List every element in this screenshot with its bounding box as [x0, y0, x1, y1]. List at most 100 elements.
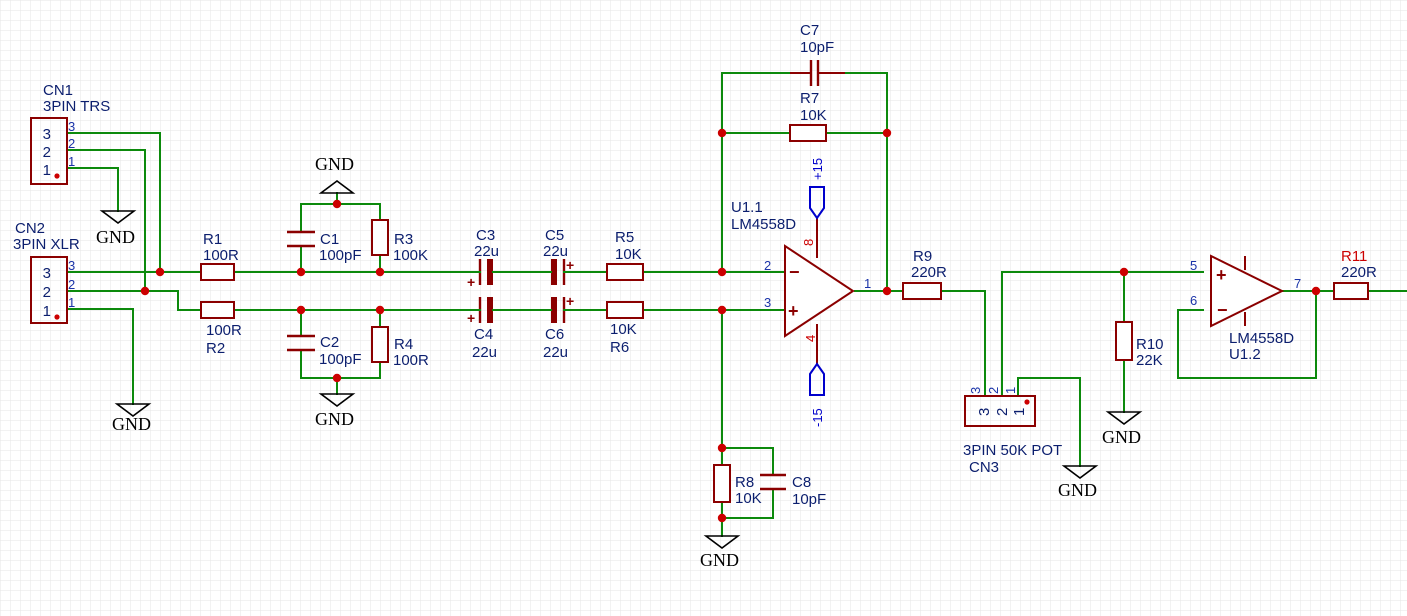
cn2-ref: CN2	[15, 220, 45, 237]
u11-inverting-symbol: −	[789, 262, 800, 282]
u12-pin-inv: 6	[1190, 293, 1197, 308]
resistor-r7[interactable]: R7 10K	[789, 90, 827, 142]
connector-cn3[interactable]: 3 2 1 3 2 1 3PIN 50K POT CN3	[963, 387, 1062, 476]
capacitor-c7[interactable]: C7 10pF	[790, 22, 845, 86]
cn3-pin-label: 3	[976, 408, 993, 416]
r9-ref: R9	[913, 248, 932, 265]
r10-value: 22K	[1136, 352, 1163, 369]
r7-ref: R7	[800, 90, 819, 107]
gnd-symbol: GND	[96, 210, 137, 247]
junction-dot	[717, 443, 727, 453]
junction-dot	[717, 513, 727, 523]
u12-value: LM4558D	[1229, 330, 1294, 347]
r3-ref: R3	[394, 231, 413, 248]
cn3-pin-label: 2	[994, 408, 1011, 416]
cn3-pin-label: 1	[1011, 408, 1028, 416]
c6-value: 22u	[543, 344, 568, 361]
r2-ref: R2	[206, 340, 225, 357]
capacitor-c2[interactable]: C2 100pF	[287, 334, 362, 368]
u11-ref: U1.1	[731, 199, 763, 216]
c7-value: 10pF	[800, 39, 834, 56]
capacitor-c8[interactable]: C8 10pF	[760, 473, 826, 508]
resistor-r10[interactable]: R10 22K	[1115, 321, 1164, 369]
c7-ref: C7	[800, 22, 819, 39]
r1-value: 100R	[203, 247, 239, 264]
c5-ref: C5	[545, 227, 564, 244]
gnd-symbol: GND	[112, 403, 152, 434]
u12-pin-noninv: 5	[1190, 258, 1197, 273]
junction-dot	[1311, 286, 1321, 296]
c3-ref: C3	[476, 227, 495, 244]
cn3-value: 3PIN 50K POT	[963, 442, 1062, 459]
connector-cn2[interactable]: 3 2 1 3 2 1 CN2 3PIN XLR	[13, 220, 80, 324]
junction-dot	[296, 267, 306, 277]
resistor-r4[interactable]: R4 100R	[371, 326, 429, 369]
c1-value: 100pF	[319, 247, 362, 264]
u12-noninverting-symbol: +	[1216, 265, 1227, 285]
junction-dot	[332, 199, 342, 209]
cn3-pin-number: 2	[986, 387, 1001, 394]
c4-ref: C4	[474, 326, 493, 343]
u12-inverting-symbol: −	[1217, 300, 1228, 320]
r6-ref: R6	[610, 339, 629, 356]
r9-value: 220R	[911, 264, 947, 281]
junction-dot	[1119, 267, 1129, 277]
r8-value: 10K	[735, 490, 762, 507]
junction-dot	[882, 286, 892, 296]
junction-dot	[375, 267, 385, 277]
junctions	[140, 128, 1321, 523]
gnd-symbol: GND	[1058, 465, 1099, 500]
cn2-pin-number: 1	[68, 295, 75, 310]
junction-dot	[717, 267, 727, 277]
gnd-label: GND	[112, 414, 151, 434]
u11-pin-vpos: 8	[801, 239, 816, 246]
r5-value: 10K	[615, 246, 642, 263]
gnd-symbol: GND	[1102, 411, 1143, 447]
capacitor-c5[interactable]: + C5 22u	[543, 227, 575, 285]
junction-dot	[296, 305, 306, 315]
capacitor-c6[interactable]: + C6 22u	[543, 293, 575, 361]
opamp-u11[interactable]: − + 2 3 1 8 4 U1.1 LM4558D	[731, 199, 871, 364]
gnd-label: GND	[315, 154, 354, 174]
u12-ref: U1.2	[1229, 346, 1261, 363]
gnd-symbol: GND	[315, 154, 356, 194]
cn1-pin-number: 1	[68, 154, 75, 169]
connector-cn1[interactable]: 3 2 1 3 2 1 CN1 3PIN TRS	[30, 82, 110, 185]
junction-dot	[155, 267, 165, 277]
resistor-r1[interactable]: R1 100R	[200, 231, 239, 281]
c6-ref: C6	[545, 326, 564, 343]
c2-ref: C2	[320, 334, 339, 351]
vpos-label: +15	[810, 158, 825, 180]
r7-value: 10K	[800, 107, 827, 124]
u11-value: LM4558D	[731, 216, 796, 233]
gnd-symbol: GND	[315, 393, 356, 429]
c8-value: 10pF	[792, 491, 826, 508]
u12-pin-out: 7	[1294, 276, 1301, 291]
cn2-pin-number: 3	[68, 258, 75, 273]
cn2-value: 3PIN XLR	[13, 236, 80, 253]
cn1-pin-label: 2	[43, 144, 51, 161]
gnd-label: GND	[96, 227, 135, 247]
r2-value: 100R	[206, 322, 242, 339]
resistor-r5[interactable]: R5 10K	[606, 229, 644, 281]
u11-noninverting-symbol: +	[788, 301, 799, 321]
cn1-pin-label: 1	[43, 162, 51, 179]
r4-ref: R4	[394, 336, 413, 353]
capacitor-c1[interactable]: C1 100pF	[287, 230, 362, 264]
resistor-r11[interactable]: R11 220R	[1333, 248, 1377, 300]
capacitor-c4[interactable]: + C4 22u	[467, 297, 501, 361]
wires	[67, 72, 1407, 537]
junction-dot	[375, 305, 385, 315]
capacitor-c3[interactable]: + C3 22u	[467, 227, 501, 290]
resistor-r9[interactable]: R9 220R	[902, 248, 947, 300]
resistor-r6[interactable]: 10K R6	[606, 301, 644, 356]
resistor-r8[interactable]: R8 10K	[713, 464, 762, 507]
cn2-pin-label: 1	[43, 303, 51, 320]
opamp-u12[interactable]: + − 5 6 7 LM4558D U1.2	[1190, 254, 1301, 363]
r5-ref: R5	[615, 229, 634, 246]
cn1-pin-label: 3	[43, 126, 51, 143]
c3-polarity-icon: +	[467, 274, 475, 290]
resistor-r3[interactable]: R3 100K	[371, 219, 428, 264]
resistor-r2[interactable]: 100R R2	[200, 301, 242, 357]
c5-polarity-icon: +	[566, 257, 574, 273]
